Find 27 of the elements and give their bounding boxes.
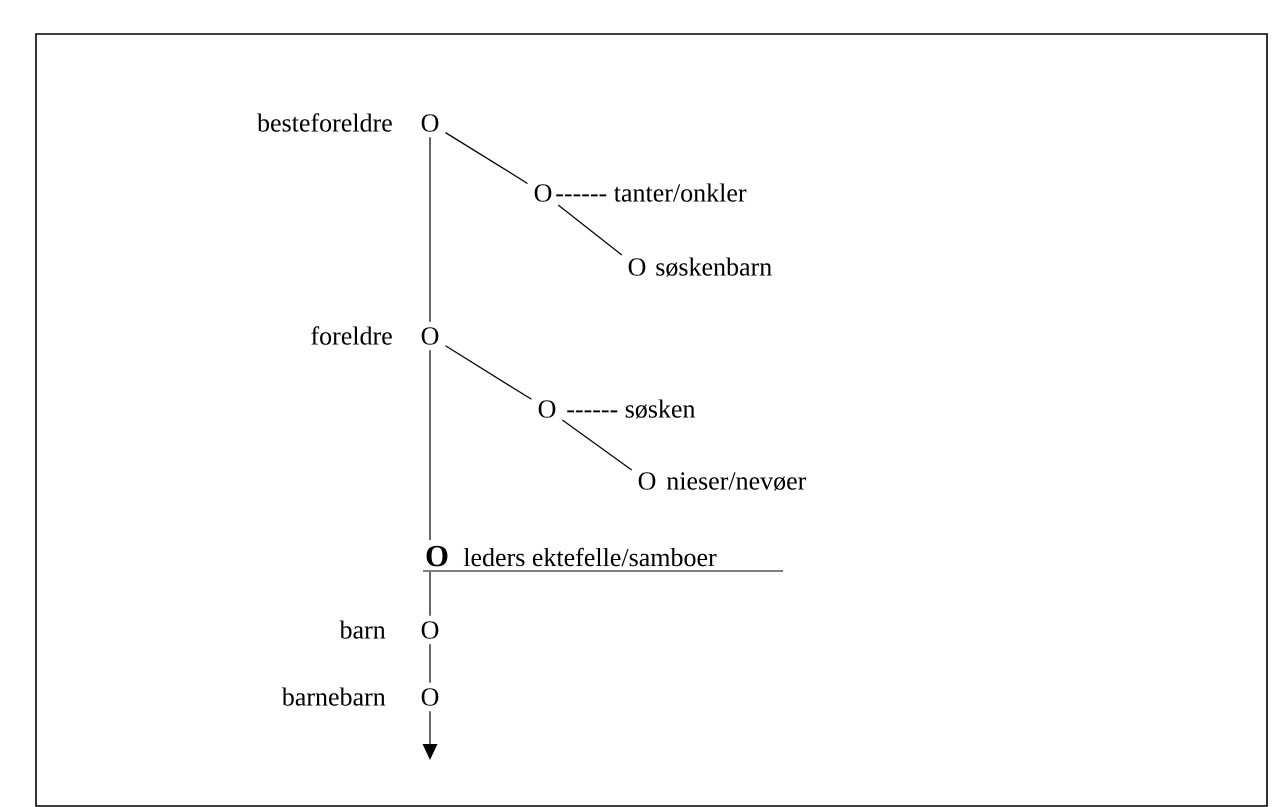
person-marker: O xyxy=(421,114,439,132)
relation-label: besteforeldre xyxy=(257,113,392,132)
relation-label: barnebarn xyxy=(281,687,386,706)
connector-line xyxy=(561,419,633,471)
connector-line xyxy=(444,345,533,400)
relation-label: barn xyxy=(339,620,386,639)
relation-label: ------ søsken xyxy=(567,399,696,419)
person-marker: O xyxy=(426,545,448,567)
person-marker: O xyxy=(628,258,646,276)
person-marker: O xyxy=(421,327,439,345)
connector-line xyxy=(429,349,431,541)
person-marker: O xyxy=(538,400,556,418)
relation-label: søskenbarn xyxy=(656,257,772,277)
person-marker: O xyxy=(638,472,656,490)
connector-line xyxy=(557,204,623,256)
connector-line xyxy=(429,643,431,684)
relation-label: leders ektefelle/samboer xyxy=(463,547,717,567)
person-marker: O xyxy=(421,621,439,639)
relation-label: foreldre xyxy=(311,326,392,345)
relation-label: ------ tanter/onkler xyxy=(556,183,747,202)
person-marker: O xyxy=(534,184,552,202)
person-marker: O xyxy=(421,688,439,706)
connector-line xyxy=(444,132,529,184)
connector-line xyxy=(422,710,438,760)
connector-line xyxy=(429,136,431,323)
relation-label: nieser/nevøer xyxy=(666,472,807,491)
connector-line xyxy=(429,571,431,617)
